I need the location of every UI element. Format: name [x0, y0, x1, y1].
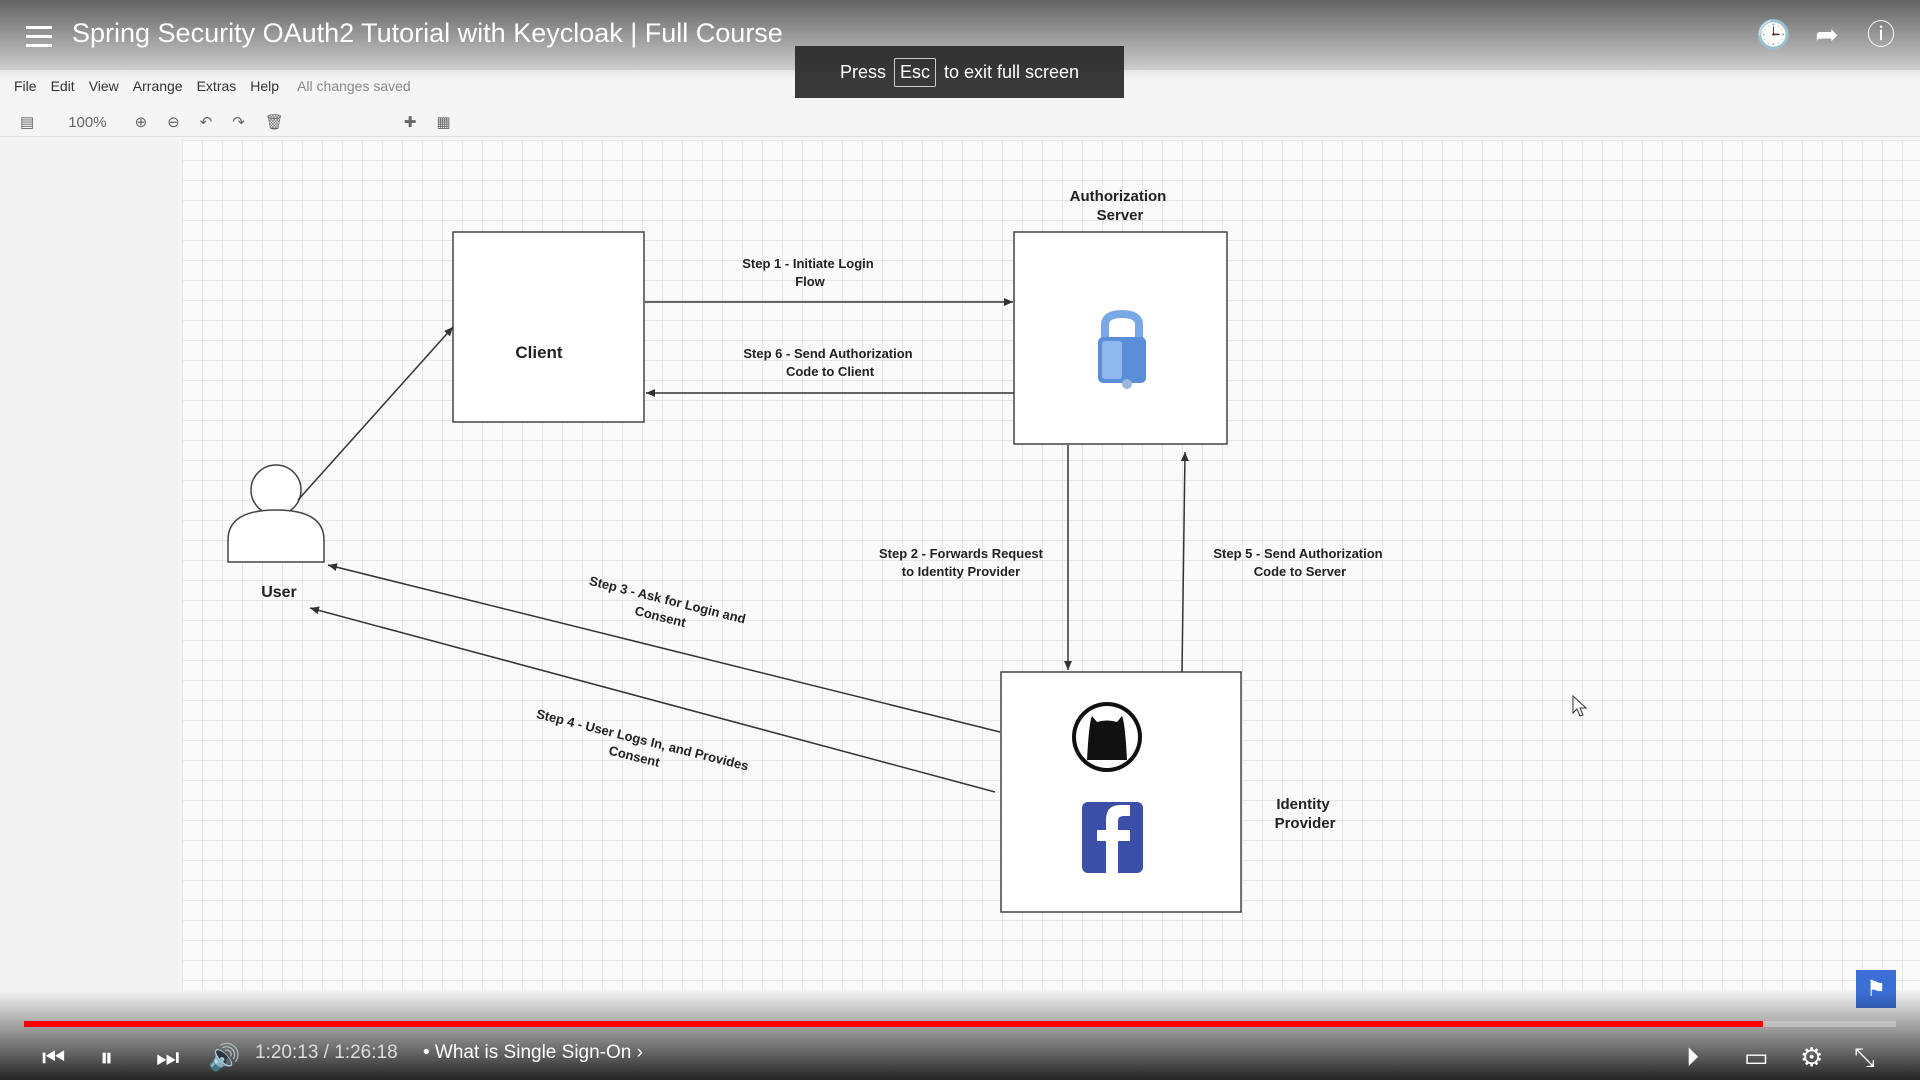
arrow-step4: [309, 606, 996, 793]
share-icon[interactable]: ➦: [1815, 19, 1839, 50]
fullscreen-tip-prefix: Press: [839, 61, 886, 82]
table-icon[interactable]: ▦: [436, 114, 451, 131]
menu-arrange[interactable]: Arrange: [132, 78, 183, 94]
shapes-panel: [0, 140, 180, 990]
delete-icon[interactable]: 🗑: [264, 114, 284, 131]
video-bottom-overlay: [0, 990, 1920, 1080]
duration: 1:26:18: [334, 1042, 398, 1063]
current-time: 1:20:13: [255, 1042, 319, 1063]
video-title[interactable]: Spring Security OAuth2 Tutorial with Key…: [72, 18, 783, 48]
video-progress-fill: [24, 1021, 1763, 1027]
exit-fullscreen-icon[interactable]: ⤡: [1854, 1042, 1875, 1072]
video-time: 1:20:13 / 1:26:18: [255, 1042, 398, 1064]
volume-icon[interactable]: 🔊: [208, 1042, 241, 1072]
previous-icon[interactable]: ⏮: [42, 1042, 66, 1072]
time-separator: /: [318, 1042, 335, 1063]
hamburger-menu-icon[interactable]: [26, 26, 52, 48]
esc-key: Esc: [893, 57, 936, 87]
settings-icon[interactable]: ⚙: [1800, 1042, 1824, 1072]
client-label: Client: [515, 343, 563, 362]
step5-label-line1: Step 5 - Send Authorization: [1213, 546, 1382, 561]
facebook-icon: [1082, 802, 1143, 873]
zoom-in-icon[interactable]: ⊕: [134, 114, 148, 131]
auth-server-label-line1: Authorization: [1070, 188, 1167, 205]
step2-label-line2: to Identity Provider: [902, 564, 1020, 579]
auth-server-label-line2: Server: [1097, 207, 1144, 224]
insert-icon[interactable]: ✚: [403, 114, 417, 131]
step5-label-line2: Code to Server: [1254, 564, 1346, 579]
menu-view[interactable]: View: [88, 78, 119, 94]
arrow-user-to-client: [297, 326, 454, 501]
drawio-toolbar: ▤ 100% ⊕ ⊖ ↶ ↷ 🗑 ✚ ▦: [0, 108, 1920, 137]
user-label: User: [261, 584, 297, 601]
arrow-step3: [327, 563, 1001, 733]
undo-icon[interactable]: ↶: [199, 114, 213, 131]
info-icon[interactable]: ⓘ: [1866, 19, 1895, 50]
user-icon[interactable]: [227, 464, 325, 563]
next-icon[interactable]: ⏭: [156, 1042, 180, 1072]
github-icon: [1072, 702, 1142, 772]
menu-file[interactable]: File: [14, 78, 37, 94]
watch-later-icon[interactable]: 🕒: [1756, 19, 1791, 50]
menu-help[interactable]: Help: [250, 78, 280, 94]
fullscreen-tip: Press Esc to exit full screen: [795, 46, 1124, 98]
menu-extras[interactable]: Extras: [196, 78, 237, 94]
video-progress-bar[interactable]: [24, 1021, 1896, 1027]
format-panel-icon[interactable]: ▤: [20, 114, 35, 131]
chapter-title[interactable]: • What is Single Sign-On ›: [423, 1042, 643, 1063]
step6-label-line1: Step 6 - Send Authorization: [743, 346, 912, 361]
oauth-flow-diagram: Client Authorization Server Identity Pro…: [227, 188, 1383, 913]
step1-label-line2: Flow: [795, 274, 825, 289]
subtitles-icon[interactable]: ▭: [1744, 1042, 1769, 1072]
drawio-menubar: File Edit View Arrange Extras Help All c…: [0, 74, 1920, 98]
zoom-level[interactable]: 100%: [68, 113, 107, 131]
video-controls: ⏮ ⏸ ⏭ 🔊 1:20:13 / 1:26:18 • What is Sing…: [0, 1036, 1920, 1080]
step6-label-line2: Code to Client: [786, 364, 875, 379]
menu-edit[interactable]: Edit: [50, 78, 75, 94]
step1-label-line1: Step 1 - Initiate Login: [742, 256, 874, 271]
diagram-canvas[interactable]: Client Authorization Server Identity Pro…: [182, 140, 1920, 990]
fullscreen-tip-suffix: to exit full screen: [943, 61, 1080, 82]
step2-label-line1: Step 2 - Forwards Request: [879, 546, 1044, 561]
identity-provider-label-line1: Identity: [1276, 796, 1330, 813]
zoom-out-icon[interactable]: ⊖: [167, 114, 180, 131]
padlock-icon: [1098, 309, 1146, 389]
mouse-cursor-icon: [1572, 695, 1588, 717]
pause-icon[interactable]: ⏸: [100, 1042, 114, 1072]
save-status: All changes saved: [297, 78, 411, 94]
arrow-step5: [1180, 451, 1189, 673]
identity-provider-label-line2: Provider: [1275, 815, 1336, 832]
client-box[interactable]: [452, 231, 645, 423]
redo-icon[interactable]: ↷: [232, 114, 245, 131]
autoplay-toggle-icon[interactable]: ⏵: [1686, 1042, 1700, 1072]
